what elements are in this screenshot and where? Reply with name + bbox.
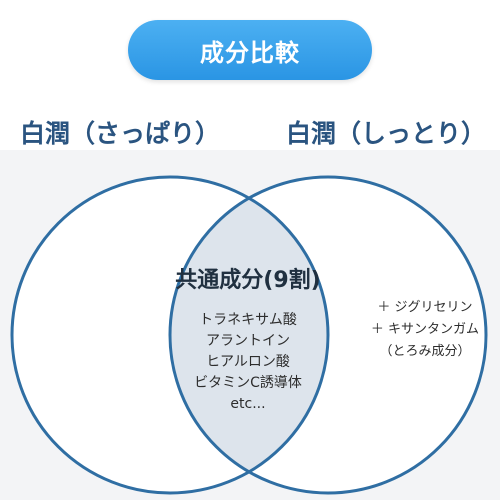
overlap-region — [170, 177, 328, 493]
title-text: 成分比較 — [200, 38, 300, 67]
overlap-item: ビタミンC誘導体 — [194, 375, 302, 391]
title-badge: 成分比較 — [128, 20, 372, 80]
right-circle — [168, 175, 488, 495]
overlap-content: 共通成分(9割) トラネキサム酸 アラントイン ヒアルロン酸 ビタミンC誘導体 … — [148, 262, 348, 415]
overlap-title: 共通成分(9割) — [175, 268, 321, 293]
left-set-label: 白潤（さっぱり） — [20, 119, 221, 148]
overlap-item: etc... — [230, 396, 266, 412]
right-only-content: ＋ ジグリセリン ＋ キサンタンガム （とろみ成分） — [350, 297, 500, 363]
right-only-item: ＋ ジグリセリン — [377, 300, 473, 315]
overlap-item: ヒアルロン酸 — [206, 354, 290, 370]
right-only-item: ＋ キサンタンガム — [370, 322, 480, 337]
right-only-item: （とろみ成分） — [379, 344, 471, 359]
overlap-item: アラントイン — [206, 333, 290, 349]
left-circle — [10, 175, 330, 495]
overlap-item: トラネキサム酸 — [199, 312, 297, 328]
right-set-label: 白潤（しっとり） — [286, 119, 487, 148]
